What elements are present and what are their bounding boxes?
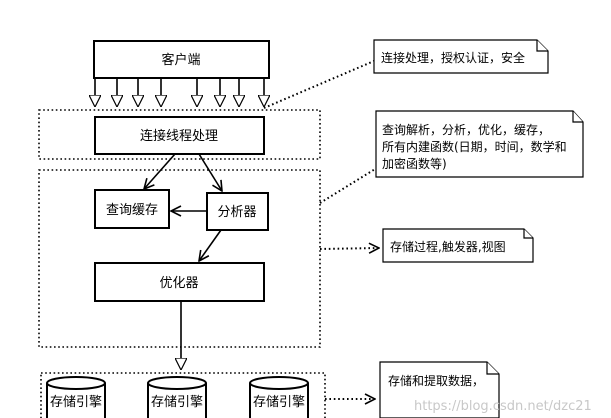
note-connection-line: 连接处理，授权认证，安全 <box>381 50 525 65</box>
storage-engine-1: 存储引擎 <box>46 376 106 418</box>
connection-layer-boundary <box>38 109 321 160</box>
storage-engine-label: 存储引擎 <box>50 395 102 410</box>
storage-engine-2: 存储引擎 <box>147 376 207 418</box>
connector-service-note <box>319 165 381 204</box>
client-label: 客户端 <box>161 52 200 68</box>
note-connection: 连接处理，授权认证，安全 <box>373 39 549 74</box>
optimizer-node: 优化器 <box>94 262 265 302</box>
note-storage-line: 存储和提取数据， <box>388 373 484 388</box>
connector-connection-note <box>263 60 375 109</box>
connection-thread-label: 连接线程处理 <box>140 128 218 144</box>
analyzer-label: 分析器 <box>217 205 256 220</box>
analyzer-node: 分析器 <box>206 192 269 231</box>
note-procedures: 存储过程,触发器,视图 <box>382 228 534 263</box>
note-storage: 存储和提取数据， <box>379 361 500 418</box>
watermark-text: https://blog.csdn.net/dzc21 <box>414 399 592 414</box>
arrow-to-query-cache <box>144 153 176 189</box>
connector-procedures-note <box>319 248 379 249</box>
arrow-analyzer-to-optimizer <box>199 229 222 261</box>
connection-thread-node: 连接线程处理 <box>94 116 265 155</box>
query-cache-label: 查询缓存 <box>106 203 158 218</box>
storage-engine-3: 存储引擎 <box>249 376 309 418</box>
note-service-line: 加密函数等) <box>382 156 447 171</box>
storage-engine-label: 存储引擎 <box>253 395 305 410</box>
service-layer-boundary <box>38 169 321 348</box>
arrow-to-analyzer <box>198 153 222 191</box>
note-service-line: 查询解析，分析，优化，缓存， <box>382 123 550 137</box>
note-service: 查询解析，分析，优化，缓存， 所有内建函数(日期，时间，数学和 加密函数等) <box>375 110 584 178</box>
storage-engine-label: 存储引擎 <box>151 395 203 410</box>
client-node: 客户端 <box>93 40 270 79</box>
note-procedures-line: 存储过程,触发器,视图 <box>390 239 506 254</box>
optimizer-label: 优化器 <box>159 276 198 291</box>
client-connection-arrows <box>95 78 264 106</box>
query-cache-node: 查询缓存 <box>94 189 170 229</box>
note-service-line: 所有内建函数(日期，时间，数学和 <box>382 139 567 154</box>
